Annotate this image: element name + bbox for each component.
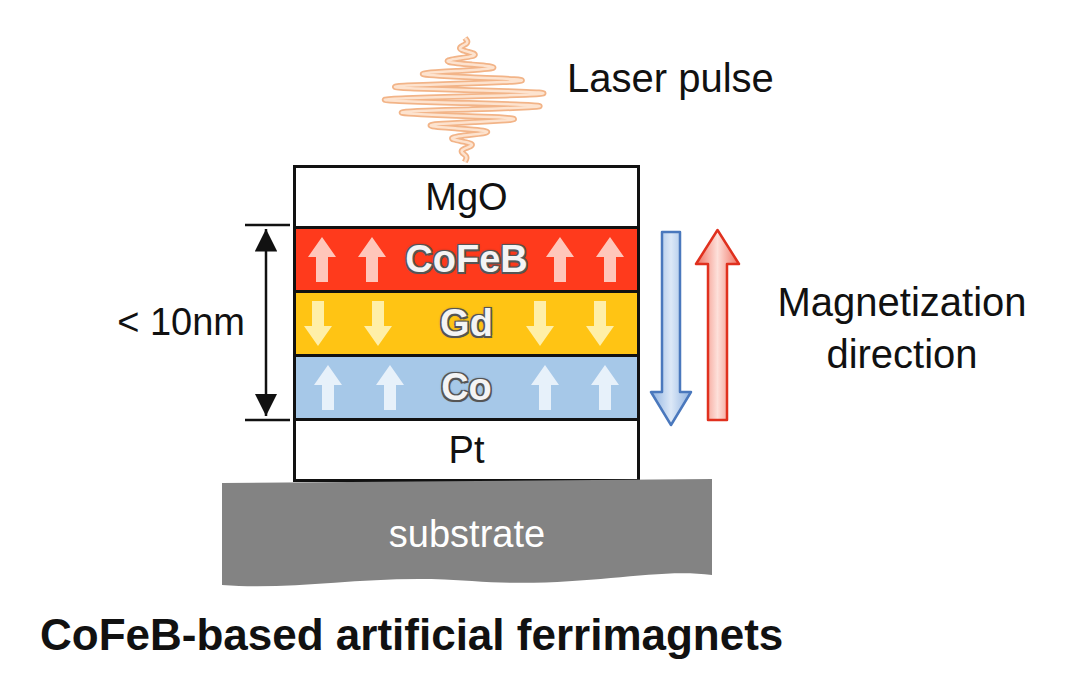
- layer-label: Pt: [449, 429, 485, 472]
- spin-arrow: [304, 301, 332, 346]
- cofeb-layer: CoFeB: [293, 226, 640, 293]
- spin-arrow: [531, 365, 559, 410]
- laser-wave-inner: [385, 38, 544, 162]
- spin-arrow: [358, 237, 386, 282]
- layer-label: CoFeB: [405, 238, 527, 281]
- spin-arrow: [526, 301, 554, 346]
- layer-label: Gd: [440, 302, 493, 345]
- laser-wave-outer: [385, 38, 544, 162]
- layer-label: Co: [441, 366, 492, 409]
- spin-arrow: [308, 237, 336, 282]
- spin-arrow: [546, 237, 574, 282]
- spin-arrow: [596, 237, 624, 282]
- capping-layer: MgO: [293, 165, 640, 229]
- spin-arrow: [314, 365, 342, 410]
- spin-arrow: [376, 365, 404, 410]
- spin-arrow: [591, 365, 619, 410]
- seed-layer: Pt: [293, 418, 640, 482]
- thickness-dimension: [245, 225, 290, 420]
- figure-caption: CoFeB-based artificial ferrimagnets: [40, 606, 783, 663]
- spin-arrow: [586, 301, 614, 346]
- dimension-label: < 10nm: [90, 298, 245, 347]
- magnetization-label: Magnetization direction: [752, 276, 1052, 380]
- magnetization-up-arrow: [696, 230, 739, 420]
- gd-layer: Gd: [293, 290, 640, 357]
- layer-label: MgO: [425, 176, 507, 219]
- layer-label: substrate: [389, 513, 545, 556]
- co-layer: Co: [293, 354, 640, 421]
- spin-arrow: [364, 301, 392, 346]
- substrate-block: substrate: [222, 479, 712, 589]
- magnetization-down-arrow: [651, 232, 691, 425]
- laser-label: Laser pulse: [567, 52, 774, 104]
- laser-pulse-wave: [385, 38, 544, 162]
